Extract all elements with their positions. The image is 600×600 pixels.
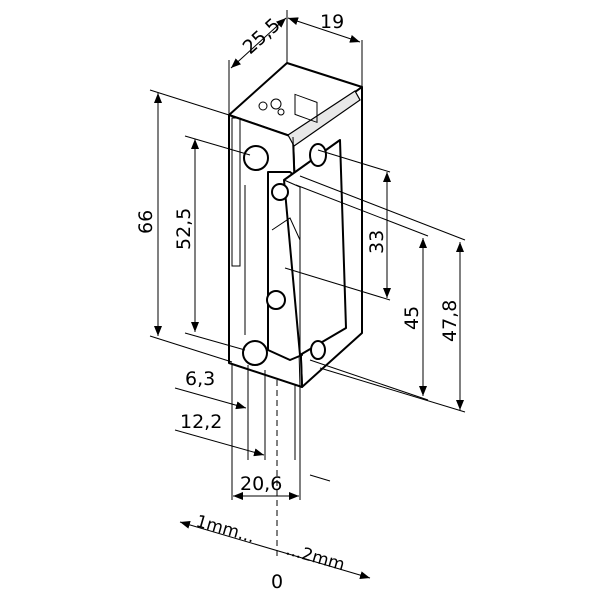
dim-6-3-label: 6,3 bbox=[185, 368, 215, 390]
screw-bottom bbox=[242, 340, 268, 366]
dimension-lines bbox=[149, 10, 466, 580]
screw-top bbox=[243, 145, 269, 171]
dim-45-label: 45 bbox=[401, 306, 423, 330]
adjust-right-label: ...2mm bbox=[284, 540, 347, 576]
dim-width-label: 19 bbox=[320, 11, 344, 33]
dim-depth-label: 25,5 bbox=[239, 14, 285, 59]
adjust-zero-label: 0 bbox=[271, 571, 283, 593]
strike-body bbox=[228, 62, 363, 388]
dim-height-label: 66 bbox=[135, 210, 157, 234]
adjust-left-label: 1mm... bbox=[194, 512, 257, 548]
dim-12-2-label: 12,2 bbox=[180, 411, 222, 433]
dim-20-6-label: 20,6 bbox=[240, 473, 282, 495]
dim-screw-spacing-label: 52,5 bbox=[173, 208, 195, 250]
dim-33-label: 33 bbox=[366, 230, 388, 254]
dim-47-8-label: 47,8 bbox=[439, 300, 461, 342]
